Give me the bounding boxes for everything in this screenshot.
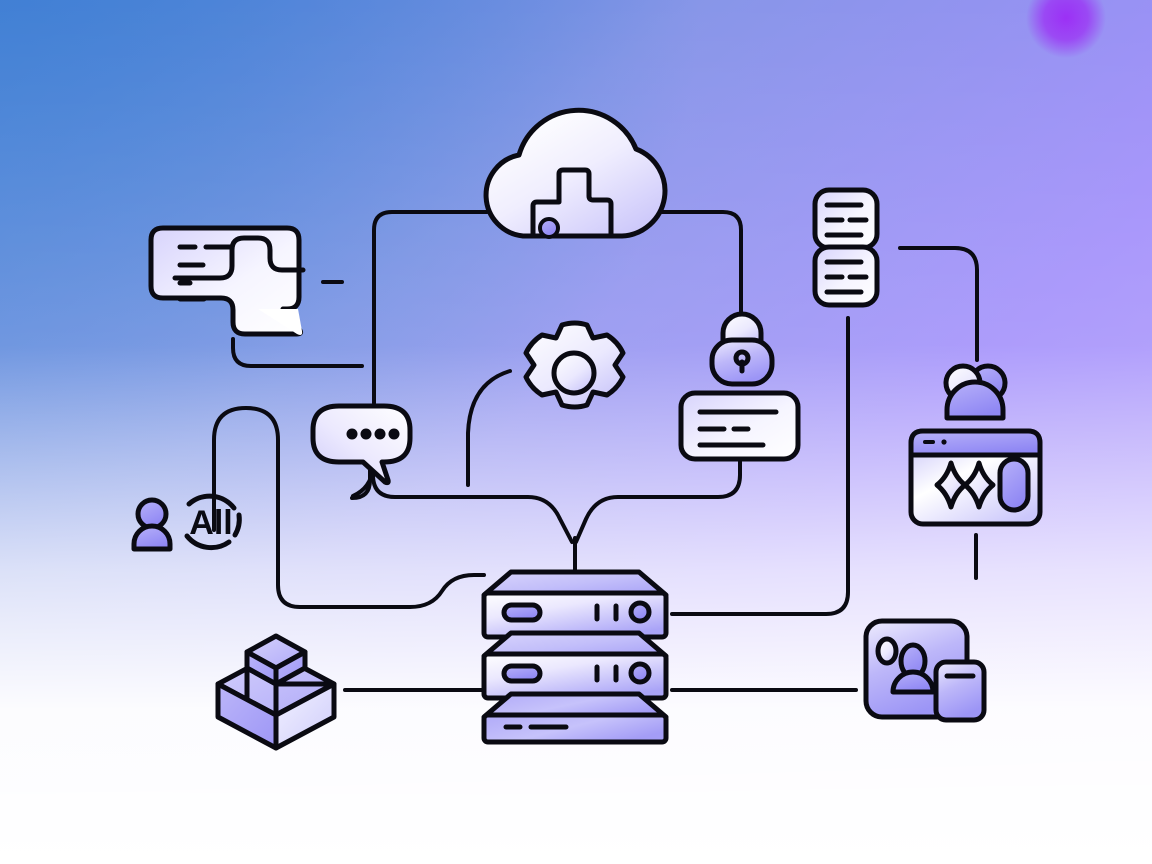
browser-pill-icon — [997, 456, 1031, 513]
profile-badge-icon — [875, 636, 899, 666]
server-unit-3-face — [481, 712, 669, 745]
connector-allusers-to-server — [212, 406, 486, 609]
code-card-step-line — [172, 235, 306, 281]
cube-bottom-right-face — [273, 681, 337, 751]
connector-cloud-to-lock — [660, 210, 743, 314]
person-shoulders-icon — [131, 523, 173, 552]
node-profile-device[interactable] — [863, 618, 987, 723]
connector-layer — [212, 210, 979, 692]
connector-gear-to-hub — [466, 369, 512, 487]
node-cloud-datacenter[interactable] — [483, 107, 668, 239]
server-unit-1-indicators — [594, 603, 619, 622]
all-users-arc-right — [232, 512, 242, 538]
cloud-status-dot — [538, 217, 560, 239]
all-users-label: All — [189, 504, 232, 542]
node-gear[interactable] — [523, 320, 626, 410]
connector-right-trunk-to-hub — [574, 459, 742, 544]
browser-titlebar — [908, 428, 1043, 458]
server-unit-1-led — [628, 600, 652, 624]
profile-avatar-body-icon — [890, 669, 936, 695]
node-server-rack[interactable] — [481, 569, 669, 745]
browser-sparkle-left-icon — [934, 460, 968, 510]
connector-left-trunk-to-hub — [371, 464, 574, 544]
server-unit-2-led — [628, 661, 652, 685]
node-padlock[interactable] — [709, 311, 775, 387]
all-users-arc-bottom — [184, 533, 232, 551]
connector-code-card-tail — [231, 337, 364, 368]
node-chat-bubble[interactable] — [310, 403, 413, 486]
cube-top-right-face — [273, 649, 308, 687]
code-card-text-lines — [177, 244, 235, 302]
server-unit-1-slot — [501, 602, 543, 623]
connector-cloud-to-chat — [372, 210, 489, 405]
people-shoulders-icon — [944, 379, 1006, 421]
connector-docs-to-server — [670, 316, 850, 616]
node-browser-window[interactable] — [908, 428, 1043, 527]
node-text-card[interactable] — [678, 390, 801, 462]
profile-device-icon — [933, 659, 987, 723]
browser-sparkle-right-icon — [962, 460, 996, 510]
stacked-docs-bottom-lines — [824, 259, 869, 295]
connector-docs-to-people — [898, 246, 979, 362]
server-unit-2-slot — [501, 663, 543, 684]
gear-center-hole — [551, 350, 597, 396]
browser-titlebar-controls — [923, 439, 947, 445]
cloud-inner-building — [530, 167, 614, 236]
code-document-card-icon — [148, 225, 304, 337]
server-unit-2-indicators — [594, 664, 619, 683]
speech-bubble-dots — [346, 428, 400, 440]
padlock-shackle-icon — [720, 311, 764, 344]
node-isometric-cubes[interactable] — [215, 613, 337, 751]
all-users-arc-top — [186, 493, 237, 511]
node-stacked-documents[interactable] — [812, 187, 880, 308]
node-people-group[interactable] — [943, 363, 1008, 421]
text-card-lines — [697, 409, 779, 448]
stacked-docs-top-lines — [824, 202, 869, 238]
node-code-document-card[interactable] — [148, 225, 306, 337]
node-all-users[interactable]: All — [131, 493, 242, 552]
speech-bubble-icon — [310, 403, 413, 486]
text-lines-card-icon — [678, 390, 801, 462]
code-card-bubble-tail — [258, 309, 303, 335]
